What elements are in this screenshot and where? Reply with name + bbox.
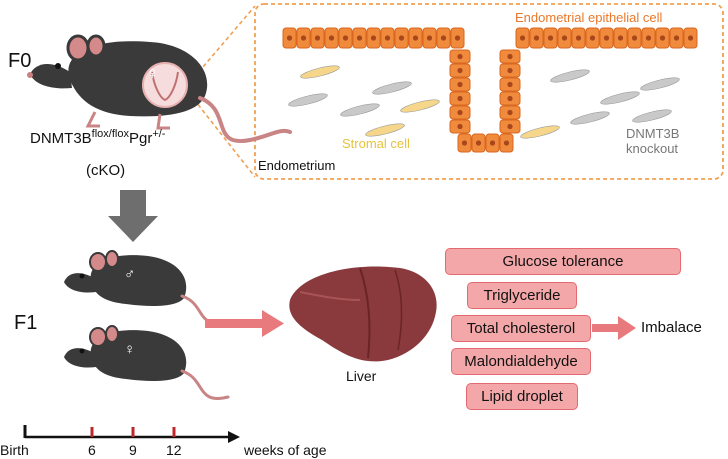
uterus-inset-circle — [142, 62, 188, 108]
callout-connector-bottom — [184, 87, 256, 178]
epithelial-cell — [394, 27, 409, 49]
timeline-tick-label-9: 9 — [129, 442, 137, 458]
generation-label-f1: F1 — [14, 312, 38, 334]
epithelial-cell — [422, 27, 437, 49]
arrow-to-liver — [205, 310, 284, 337]
epithelial-cell — [338, 27, 353, 49]
epithelial-cell — [380, 27, 395, 49]
female-symbol-f1: ♀ — [124, 341, 136, 358]
female-symbol-f0: ♀ — [146, 63, 160, 83]
marker-total-cholesterol: Total cholesterol — [451, 315, 591, 342]
stromal-cell — [400, 99, 440, 113]
epithelial-cell — [449, 91, 471, 106]
timeline-arrowhead — [228, 431, 240, 443]
epithelial-cell — [499, 119, 521, 134]
knockout-cell — [600, 91, 640, 105]
epithelial-cell — [655, 27, 670, 49]
epithelial-cell — [613, 27, 628, 49]
epithelial-cell — [499, 63, 521, 78]
knockout-cell — [570, 111, 610, 125]
outcome-label: Imbalace — [641, 319, 702, 336]
epithelial-cell — [499, 91, 521, 106]
stromal-cells — [288, 65, 680, 139]
epithelial-cell — [529, 27, 544, 49]
epithelial-cell — [352, 27, 367, 49]
endometrium-label: Endometrium — [258, 158, 336, 173]
epithelial-cell — [449, 63, 471, 78]
timeline-tick-label-6: 6 — [88, 442, 96, 458]
f0-female-mouse — [27, 34, 292, 144]
epithelial-cell — [449, 105, 471, 120]
knockout-cell — [288, 93, 328, 107]
epithelial-cell — [499, 49, 521, 64]
epithelial-cell — [449, 49, 471, 64]
epithelial-cell — [408, 27, 423, 49]
marker-malondialdehyde: Malondialdehyde — [451, 348, 591, 375]
epithelial-cell — [457, 133, 472, 153]
endometrial-epithelium — [282, 27, 698, 153]
timeline — [23, 425, 240, 443]
epithelial-cell — [557, 27, 572, 49]
genotype-label: DNMT3Bflox/floxPgr+/- — [30, 128, 166, 147]
marker-glucose-tolerance: Glucose tolerance — [445, 248, 681, 275]
stromal-cell — [365, 123, 405, 137]
male-symbol-f1: ♂ — [124, 266, 136, 283]
stromal-cell-label: Stromal cell — [342, 136, 410, 151]
epithelial-cell — [310, 27, 325, 49]
epithelial-cell — [324, 27, 339, 49]
knockout-cell — [340, 103, 380, 117]
timeline-tick-label-12: 12 — [166, 442, 182, 458]
epithelial-cell — [543, 27, 558, 49]
epithelial-cell — [571, 27, 586, 49]
epithelial-cell — [499, 105, 521, 120]
epithelial-cell — [599, 27, 614, 49]
epithelial-cell — [585, 27, 600, 49]
arrow-to-outcome — [592, 316, 636, 340]
epithelial-cell — [436, 27, 451, 49]
liver-illustration — [289, 266, 437, 362]
timeline-unit-label: weeks of age — [244, 442, 327, 458]
epithelial-cell — [499, 77, 521, 92]
epithelial-cell — [449, 119, 471, 134]
stromal-cell — [520, 125, 560, 139]
epithelial-cell — [669, 27, 684, 49]
knockout-cell — [372, 81, 412, 95]
epithelial-cell — [627, 27, 642, 49]
epithelial-cell — [449, 77, 471, 92]
epithelial-cell — [641, 27, 656, 49]
epithelial-cell-label: Endometrial epithelial cell — [515, 10, 663, 25]
epithelial-cell — [471, 133, 486, 153]
f1-male-mouse — [64, 250, 230, 325]
marker-lipid-droplet: Lipid droplet — [466, 383, 578, 410]
stromal-cell — [300, 65, 340, 79]
epithelial-cell — [485, 133, 500, 153]
knockout-cell — [632, 109, 672, 123]
liver-label: Liver — [346, 368, 377, 384]
epithelial-cell — [683, 27, 698, 49]
marker-triglyceride: Triglyceride — [467, 282, 577, 309]
epithelial-cell — [515, 27, 530, 49]
generation-label-f0: F0 — [8, 50, 32, 72]
epithelial-cell — [296, 27, 311, 49]
knockout-cell — [640, 77, 680, 91]
f1-female-mouse — [64, 325, 230, 400]
epithelial-cell — [499, 133, 514, 153]
epithelial-cell — [282, 27, 297, 49]
genotype-abbrev: (cKO) — [86, 162, 126, 179]
epithelial-cell — [366, 27, 381, 49]
knockout-cell — [550, 69, 590, 83]
generation-arrow — [108, 190, 158, 242]
endometrium-callout-box — [254, 3, 724, 180]
epithelial-cell — [450, 27, 465, 49]
timeline-start-label: Birth — [0, 442, 29, 458]
